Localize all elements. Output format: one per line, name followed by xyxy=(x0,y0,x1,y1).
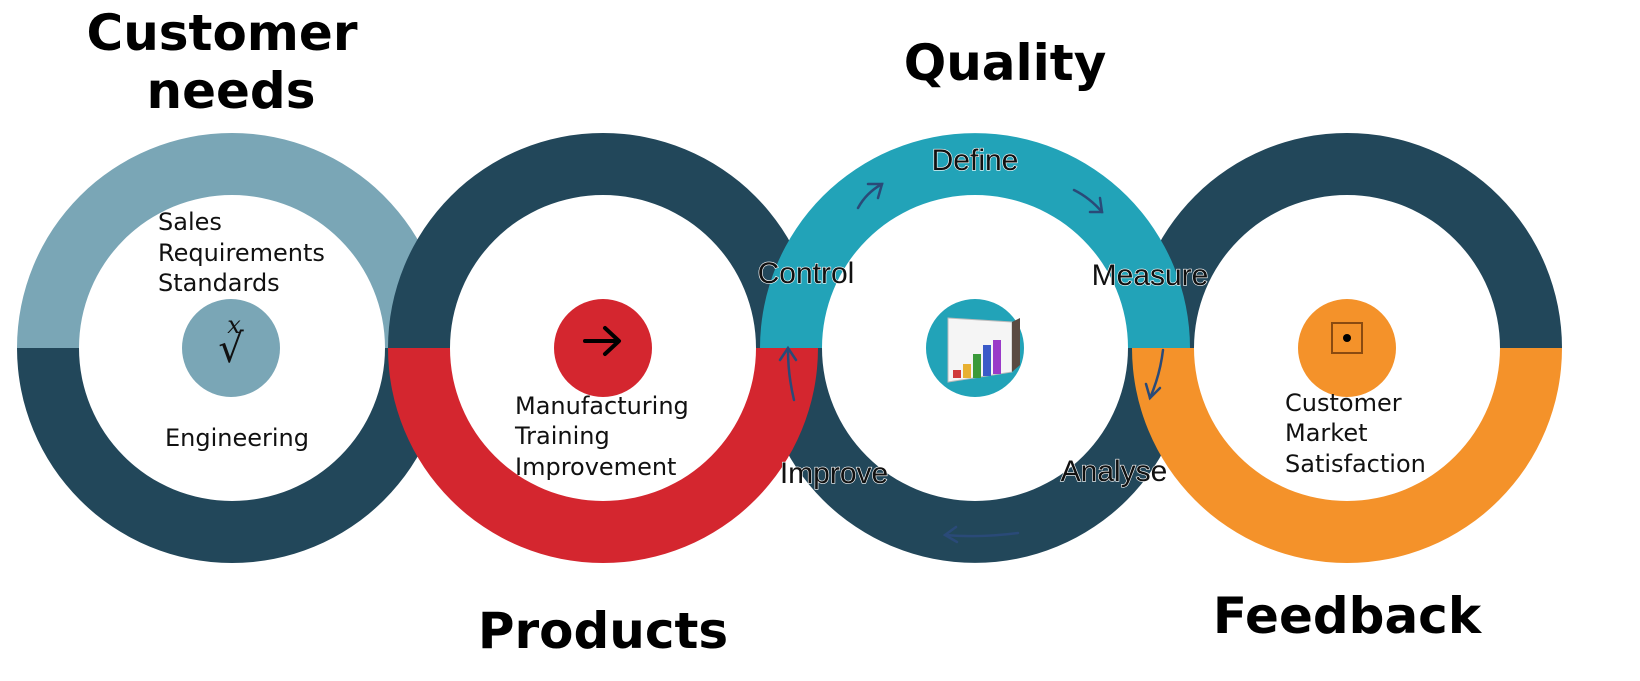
feedback-ring-bottom xyxy=(1132,348,1562,563)
quality-ring xyxy=(760,133,1190,563)
cycle-arrow-control-define-head xyxy=(866,182,884,200)
quality-step-analyse: Analyse xyxy=(1061,455,1168,488)
customer-needs-title-line2: needs xyxy=(147,62,316,120)
products-item-training: Training xyxy=(514,422,610,450)
svg-text:√: √ xyxy=(218,326,244,372)
customer-needs-item-sales: Sales xyxy=(158,208,222,236)
bar-chart-icon xyxy=(926,299,1024,397)
cycle-arrow-define-measure xyxy=(1072,188,1104,214)
quality-step-define: Define xyxy=(932,144,1019,177)
customer-needs-ring-bottom xyxy=(17,348,447,563)
feedback-title: Feedback xyxy=(1213,587,1483,645)
customer-needs-ring xyxy=(17,133,447,563)
quality-ring-top xyxy=(760,133,1190,348)
cycle-arrow-improve-control xyxy=(786,348,796,402)
cycle-arrow-define-measure-head xyxy=(1088,196,1104,214)
products-ring xyxy=(388,133,818,348)
customer-needs-item-engineering: Engineering xyxy=(165,424,309,452)
customer-needs-item-requirements: Requirements xyxy=(158,239,325,267)
feedback-item-customer: Customer xyxy=(1285,389,1402,417)
quality-step-improve: Improve xyxy=(780,457,888,490)
cycle-arrows xyxy=(778,182,1165,544)
products-ring-top xyxy=(388,133,818,348)
cycle-arrow-analyse-improve xyxy=(943,531,1020,538)
quality-step-control: Control xyxy=(758,257,855,290)
quality-title: Quality xyxy=(904,34,1107,92)
products-item-manufacturing: Manufacturing xyxy=(515,392,689,420)
cycle-arrow-control-define xyxy=(856,182,884,210)
feedback-ring-top-group xyxy=(1132,133,1562,348)
cycle-arrow-analyse-improve-head xyxy=(942,525,959,544)
feedback-item-market: Market xyxy=(1285,419,1368,447)
customer-needs-item-standards: Standards xyxy=(158,269,280,297)
products-ring-bottom xyxy=(388,348,818,563)
feedback-ring-top xyxy=(1132,133,1562,348)
products-item-improvement: Improvement xyxy=(515,453,676,481)
products-title: Products xyxy=(478,602,728,660)
customer-needs-ring-top xyxy=(17,133,447,348)
quality-ring-bottom xyxy=(760,348,1190,563)
square-dot-icon xyxy=(1298,299,1396,397)
svg-text:x: x xyxy=(227,311,241,339)
quality-step-measure: Measure xyxy=(1092,259,1209,292)
cycle-arrow-improve-control-head xyxy=(778,345,798,362)
feedback-item-satisfaction: Satisfaction xyxy=(1285,450,1426,478)
cycle-arrow-measure-analyse-head xyxy=(1144,382,1162,401)
formula-root-icon: √ x xyxy=(182,299,280,397)
customer-needs-title-line1: Customer xyxy=(87,4,358,62)
arrow-right-icon xyxy=(554,299,652,397)
cycle-arrow-measure-analyse xyxy=(1148,348,1165,400)
